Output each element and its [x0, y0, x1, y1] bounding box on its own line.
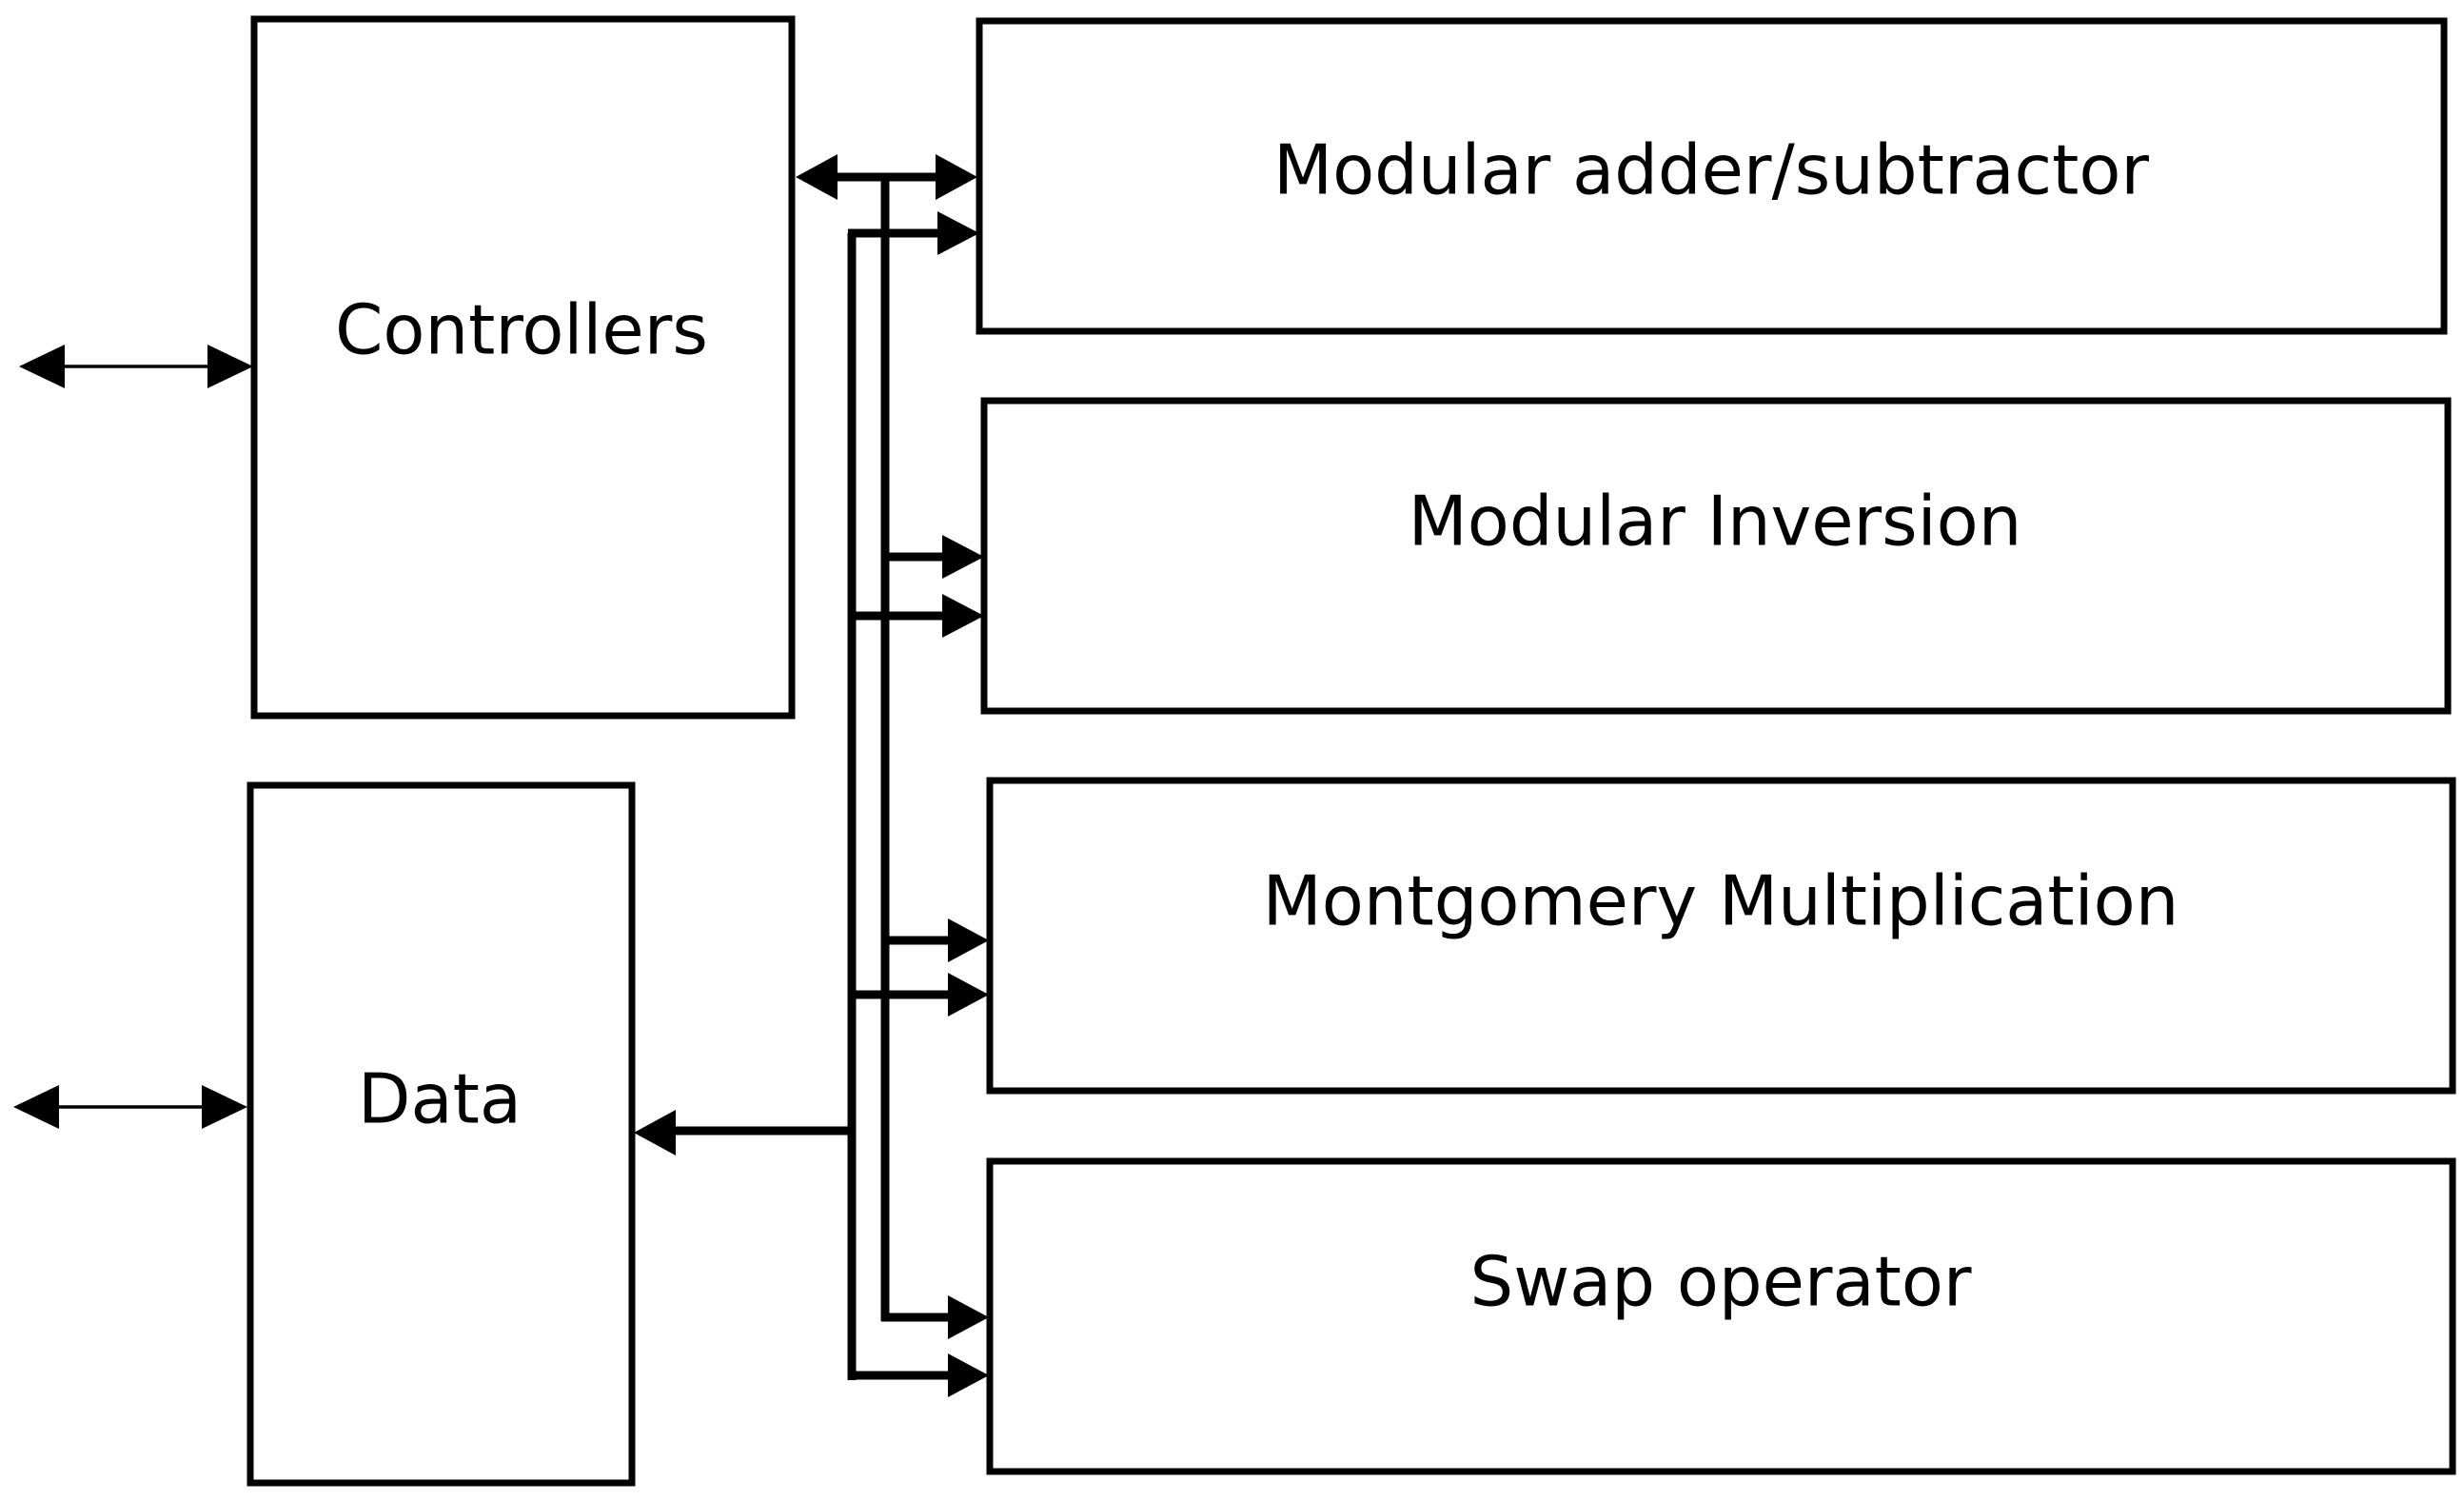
swap-operator-label: Swap operator	[1470, 1242, 1972, 1322]
data-external-arrow	[13, 1085, 247, 1129]
swap-operator-block: Swap operator	[986, 1157, 2456, 1475]
controllers-block: Controllers	[250, 15, 796, 720]
modular-adder-subtractor-block: Modular adder/subtractor	[976, 17, 2448, 335]
modular-inversion-label: Modular Inversion	[1409, 482, 2022, 562]
data-label: Data	[358, 1059, 522, 1139]
montgomery-multiplication-label: Montgomery Multiplication	[1263, 861, 2179, 941]
controllers-external-arrow	[19, 345, 253, 388]
controller-bus	[796, 154, 989, 1339]
modular-adder-subtractor-label: Modular adder/subtractor	[1273, 130, 2149, 210]
data-block: Data	[246, 781, 636, 1487]
controllers-label: Controllers	[335, 290, 708, 370]
data-bus	[634, 211, 989, 1397]
modular-inversion-block: Modular Inversion	[980, 397, 2452, 715]
montgomery-multiplication-block: Montgomery Multiplication	[986, 777, 2456, 1095]
